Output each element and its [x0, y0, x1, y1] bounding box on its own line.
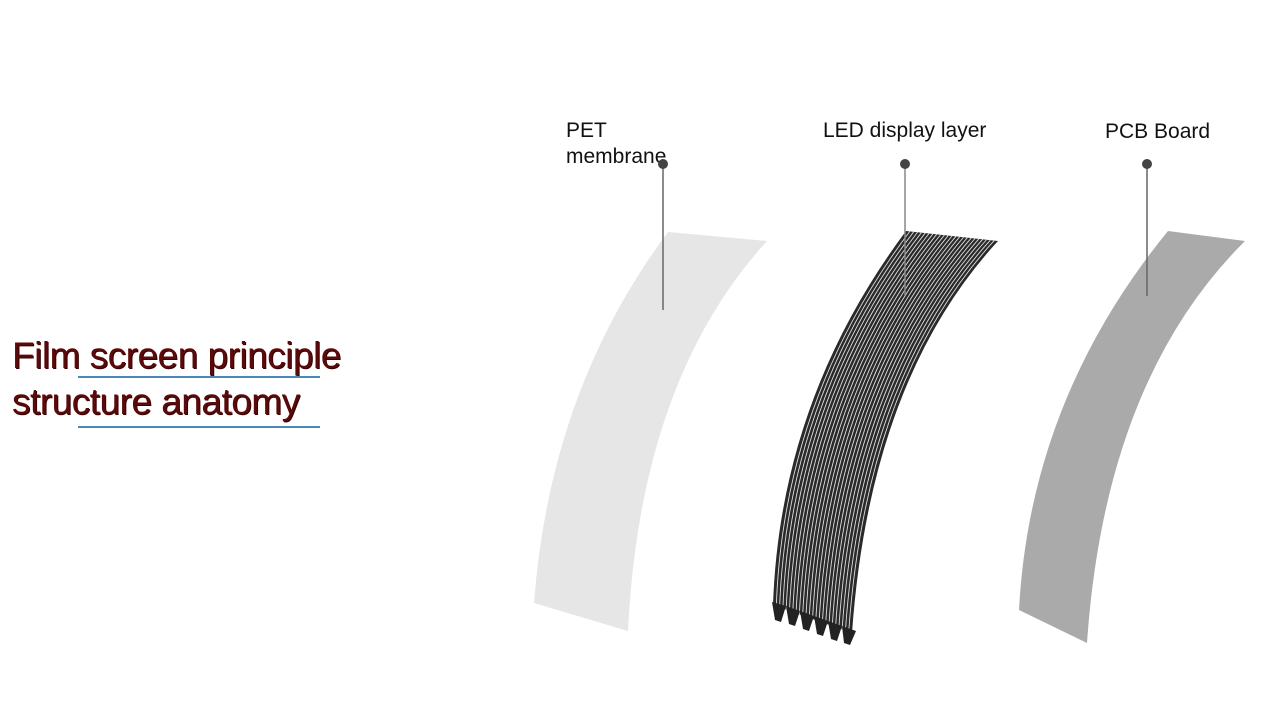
- led-wire-line: [821, 236, 964, 623]
- led-wire-line: [775, 231, 911, 607]
- led-wire-line: [805, 234, 945, 617]
- led-wire-line: [831, 238, 976, 627]
- pcb-label-line-1: PCB Board: [1105, 120, 1211, 143]
- led-connector-pins: [772, 602, 856, 645]
- title-underline-2: [78, 426, 320, 428]
- led-pointer: [900, 159, 910, 295]
- led-wire-line: [785, 232, 922, 610]
- pet-label-line-2: membrane: [566, 145, 667, 168]
- led-wire-line: [779, 231, 915, 608]
- pet-pointer-dot: [658, 159, 668, 169]
- pet-membrane-layer: [534, 232, 767, 631]
- page-title: Film screen principle structure anatomy: [12, 333, 432, 425]
- led-label-line-1: LED display layer: [823, 119, 987, 142]
- pet-label-line-1: PET: [566, 119, 607, 142]
- led-pointer-dot: [900, 159, 910, 169]
- led-wire-line: [844, 239, 991, 631]
- title-line-2: structure anatomy: [12, 381, 300, 422]
- led-wire-line: [802, 234, 941, 616]
- led-wire-line: [808, 235, 949, 618]
- led-wire-line: [848, 240, 995, 632]
- led-wire-line: [815, 236, 957, 621]
- led-wire-line: [782, 231, 918, 609]
- title-line-1: Film screen principle: [12, 335, 341, 376]
- pet-membrane-label: PET membrane: [566, 118, 666, 170]
- title-underline-1: [78, 376, 320, 378]
- pcb-board-label: PCB Board: [1105, 119, 1210, 145]
- led-wire-line: [825, 237, 968, 624]
- led-wire-line: [835, 238, 980, 628]
- led-wire-line: [838, 239, 984, 629]
- led-wire-line: [812, 235, 953, 620]
- pcb-board-layer: [1019, 231, 1245, 643]
- led-display-layer-label: LED display layer: [823, 118, 986, 144]
- led-wire-line: [828, 237, 972, 625]
- led-wire-line: [818, 236, 961, 622]
- led-wire-line: [792, 233, 930, 613]
- led-wire-line: [789, 232, 926, 611]
- led-display-layer: [772, 231, 998, 645]
- pcb-pointer: [1142, 159, 1152, 296]
- led-wire-line: [841, 239, 987, 630]
- pcb-pointer-dot: [1142, 159, 1152, 169]
- led-wire-line: [795, 233, 934, 614]
- pet-pointer: [658, 159, 668, 310]
